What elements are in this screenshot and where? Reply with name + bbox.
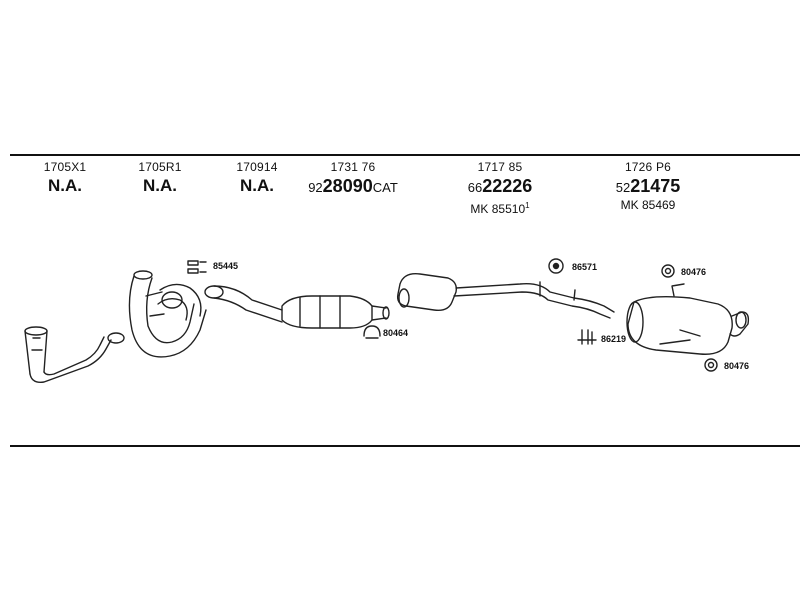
part-number: 9228090CAT (288, 176, 418, 198)
clamp-icon-86219 (577, 329, 597, 345)
top-rule (10, 154, 800, 156)
oe-number: 1705X1 (43, 160, 87, 174)
hanger-icon-80476-top (661, 264, 675, 278)
callout-80476-bottom: 80476 (724, 361, 750, 371)
front-downpipe (24, 326, 125, 384)
column-170914: 170914 N.A. (192, 160, 322, 196)
column-1726p6: 1726 P6 5221475 MK 85469 (583, 160, 713, 213)
hanger-icon-80476-bottom (704, 358, 718, 372)
callout-85445: 85445 (213, 261, 239, 271)
manifold-pipe (128, 270, 207, 358)
oe-number: 1726 P6 (624, 160, 672, 174)
oe-number: 1717 85 (477, 160, 523, 174)
callout-80476-top: 80476 (681, 267, 707, 277)
status-na: N.A. (48, 176, 82, 195)
bottom-rule (10, 445, 800, 447)
column-173176: 1731 76 9228090CAT (288, 160, 418, 198)
clamp-icon-85445 (187, 260, 207, 274)
oe-number: 170914 (236, 160, 278, 174)
part-number: 5221475 (583, 176, 713, 198)
part-main: 22226 (482, 176, 533, 196)
mounting-kit: MK 85469 (583, 198, 713, 213)
callout-86219: 86219 (601, 334, 627, 344)
mk-label: MK 85469 (620, 198, 676, 212)
hanger-icon-80464 (363, 325, 381, 339)
mk-superscript: 1 (525, 201, 530, 210)
callout-80464: 80464 (383, 328, 409, 338)
part-prefix: 92 (308, 180, 323, 195)
part-prefix: 52 (615, 180, 631, 195)
column-1705r1: 1705R1 N.A. (95, 160, 225, 196)
status-na: N.A. (143, 176, 177, 195)
rear-silencer (626, 283, 750, 355)
part-prefix: 66 (467, 180, 483, 195)
part-main: 28090 (322, 176, 373, 196)
column-171785: 1717 85 6622226 MK 855101 (435, 160, 565, 217)
part-number: 6622226 (435, 176, 565, 198)
status-na: N.A. (240, 176, 274, 195)
gasket-icon-86571 (548, 258, 564, 274)
catalytic-converter (204, 285, 390, 329)
oe-number: 1705R1 (138, 160, 182, 174)
middle-silencer (396, 273, 615, 319)
mk-label: MK 85510 (470, 202, 526, 216)
mounting-kit: MK 855101 (435, 198, 565, 217)
callout-86571: 86571 (572, 262, 598, 272)
oe-number: 1731 76 (330, 160, 376, 174)
part-main: 21475 (630, 176, 681, 196)
part-suffix: CAT (372, 180, 398, 195)
column-1705x1: 1705X1 N.A. (0, 160, 130, 196)
